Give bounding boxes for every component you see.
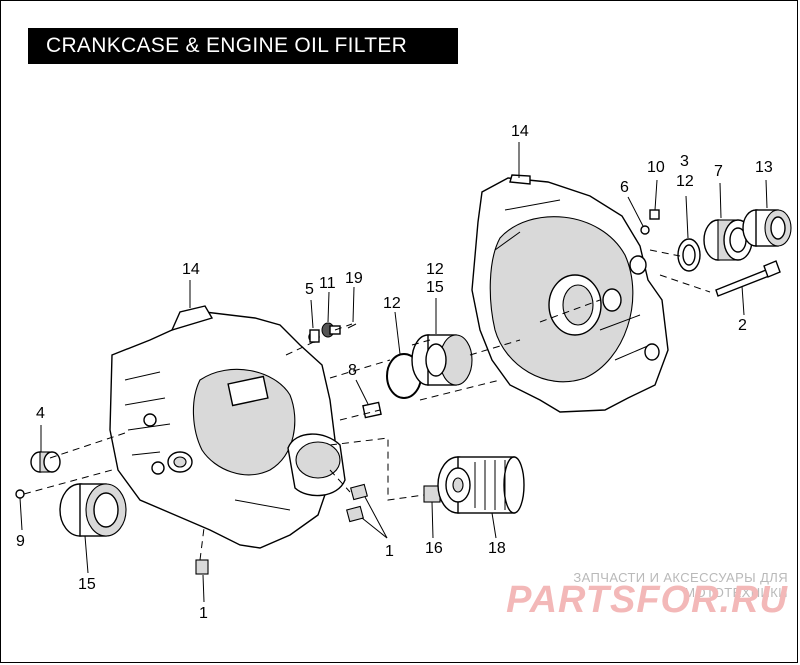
part-7-bearing [703,219,753,261]
part-15-bearing-center [411,334,473,386]
left-crankcase-half [109,305,336,549]
assembly-lines [23,249,711,561]
leader-lines [19,142,768,603]
part-18-oil-filter [437,456,525,514]
part-13-bushing [742,209,792,247]
callout-2: 2 [738,317,747,334]
part-2-bolt [715,260,781,297]
callout-14-left: 14 [182,261,200,278]
part-12-snap-ring-right [677,238,701,272]
part-19-pin [347,323,357,329]
callout-6: 6 [620,179,629,196]
callout-12-right: 12 [676,173,694,190]
callout-9: 9 [16,533,25,550]
part-5-plug [308,329,320,343]
part-10-plug [649,209,660,220]
right-crankcase-half [471,174,669,413]
callout-18: 18 [488,540,506,557]
callout-12-center: 12 [426,261,444,278]
part-1-studs [195,483,368,575]
part-4-bearing [30,451,61,473]
watermark-logo: PARTSFOR.RU [506,579,788,621]
callout-10: 10 [647,159,665,176]
callout-19: 19 [345,270,363,287]
callout-11: 11 [319,275,336,292]
part-9-dowel [15,489,25,499]
callout-14-right: 14 [511,123,529,140]
callout-8: 8 [348,362,357,379]
callout-15-left: 15 [78,576,96,593]
callout-3: 3 [680,153,689,170]
part-11-fitting [321,322,341,338]
part-8-sleeve [362,401,382,419]
watermark-caption: ЗАПЧАСТИ И АКСЕССУАРЫ ДЛЯ МОТОТЕХНИКИ [573,570,788,600]
callout-12-snap: 12 [383,295,401,312]
callout-labels: 14 10 3 12 7 13 6 14 5 11 19 12 15 12 2 … [16,123,773,622]
part-15-bearing-left [59,483,127,537]
callout-4: 4 [36,405,45,422]
part-6-plug [640,225,650,235]
callout-7: 7 [714,163,723,180]
callout-13: 13 [755,159,773,176]
filter-mount-boss [287,433,346,497]
callout-1-right: 1 [385,543,394,560]
diagram-title: CRANKCASE & ENGINE OIL FILTER [28,28,458,64]
callout-16: 16 [425,540,443,557]
callout-1-bottom: 1 [199,605,208,622]
callout-5: 5 [305,281,314,298]
callout-15-center: 15 [426,279,444,296]
